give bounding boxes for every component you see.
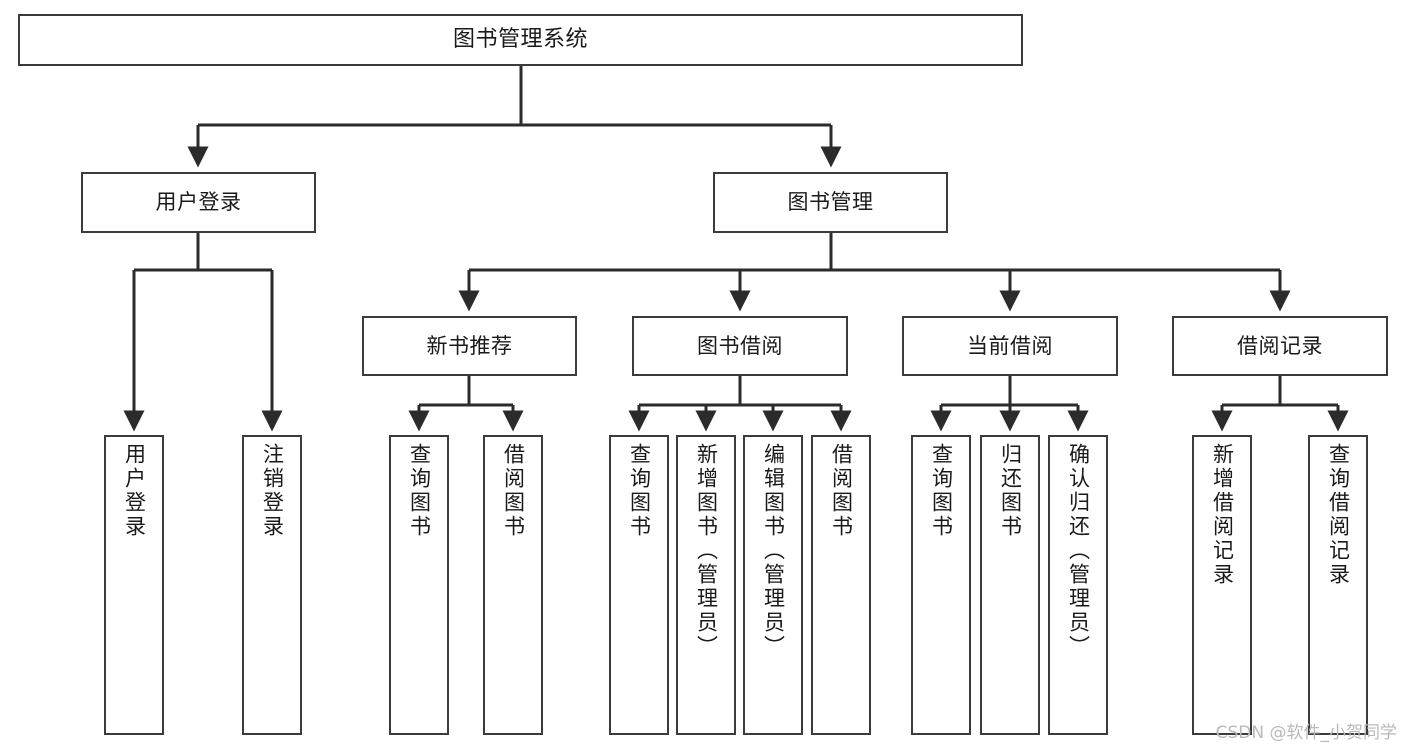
node-label: 借阅图书	[829, 443, 854, 539]
leaf-logout[interactable]: 注销登录	[242, 435, 302, 735]
node-label: 用户登录	[122, 443, 147, 539]
node-label: 新增借阅记录	[1210, 443, 1235, 587]
node-label: 借阅记录	[1237, 333, 1323, 358]
leaf-current-confirm-return-admin[interactable]: 确认归还（管理员）	[1048, 435, 1108, 735]
node-new-book-recommendation[interactable]: 新书推荐	[362, 316, 577, 376]
node-label: 当前借阅	[967, 333, 1053, 358]
leaf-current-return-book[interactable]: 归还图书	[980, 435, 1040, 735]
node-book-borrowing[interactable]: 图书借阅	[632, 316, 848, 376]
leaf-new-book-query-book[interactable]: 查询图书	[389, 435, 449, 735]
node-label: 借阅图书	[501, 443, 526, 539]
leaf-borrow-query-book[interactable]: 查询图书	[609, 435, 669, 735]
node-label: 注销登录	[260, 443, 285, 539]
node-label: 用户登录	[155, 190, 242, 215]
leaf-new-book-borrow-book[interactable]: 借阅图书	[483, 435, 543, 735]
node-label: 图书借阅	[697, 333, 783, 358]
node-label: 查询借阅记录	[1326, 443, 1351, 587]
node-label: 查询图书	[627, 443, 652, 539]
node-current-borrowing[interactable]: 当前借阅	[902, 316, 1118, 376]
node-label: 编辑图书（管理员）	[761, 443, 786, 659]
leaf-user-login[interactable]: 用户登录	[104, 435, 164, 735]
node-label: 确认归还（管理员）	[1066, 443, 1091, 659]
leaf-record-add-borrow-record[interactable]: 新增借阅记录	[1192, 435, 1252, 735]
node-label: 新书推荐	[426, 333, 513, 358]
leaf-record-query-borrow-record[interactable]: 查询借阅记录	[1308, 435, 1368, 735]
node-user-login[interactable]: 用户登录	[81, 172, 316, 233]
node-label: 新增图书（管理员）	[694, 443, 719, 659]
node-label: 查询图书	[407, 443, 432, 539]
node-borrowing-records[interactable]: 借阅记录	[1172, 316, 1388, 376]
node-book-management[interactable]: 图书管理	[713, 172, 948, 233]
node-label: 图书管理系统	[452, 27, 588, 53]
csdn-watermark: CSDN @软件_小贺同学	[1215, 723, 1397, 743]
node-label: 图书管理	[787, 190, 874, 215]
leaf-borrow-add-book-admin[interactable]: 新增图书（管理员）	[676, 435, 736, 735]
node-label: 归还图书	[998, 443, 1023, 539]
node-root-book-management-system[interactable]: 图书管理系统	[18, 14, 1023, 66]
leaf-borrow-edit-book-admin[interactable]: 编辑图书（管理员）	[743, 435, 803, 735]
node-label: 查询图书	[929, 443, 954, 539]
leaf-borrow-borrow-book[interactable]: 借阅图书	[811, 435, 871, 735]
leaf-current-query-book[interactable]: 查询图书	[911, 435, 971, 735]
